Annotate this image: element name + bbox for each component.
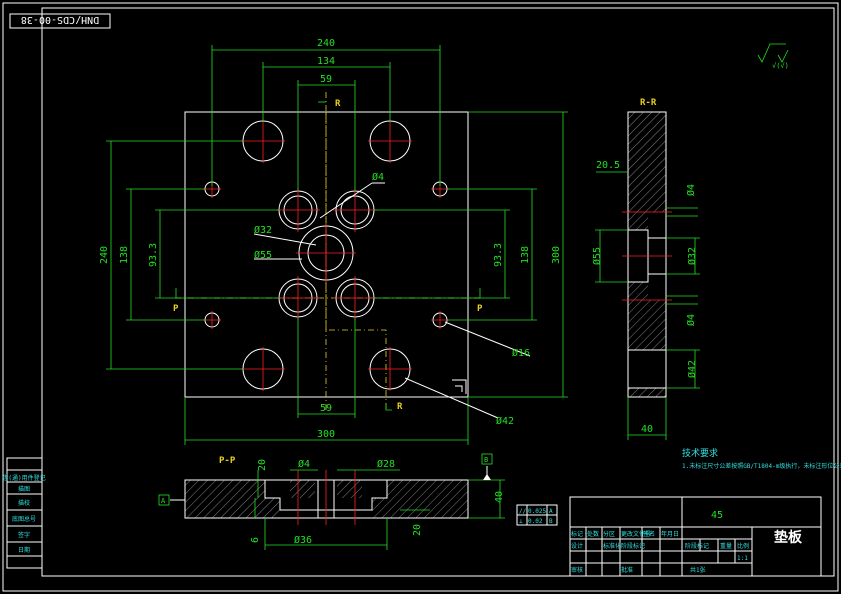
- cad-text-10: 更改文件号: [621, 530, 651, 538]
- cad-text-3: A: [549, 508, 553, 515]
- left-strip-2: 描图: [18, 485, 30, 493]
- dim-240-top: 240: [317, 38, 335, 49]
- rr-dim-20-5: 20.5: [596, 160, 620, 171]
- cad-text-13: 设计: [571, 542, 583, 550]
- plan-top-dims: 240 134 59: [211, 38, 441, 190]
- title-block: 45 垫板 标记 处数 分区 更改文件号 签名 年月日 设计 标准化 阶段标记 …: [569, 496, 822, 577]
- callout-phi16: Ø16: [512, 347, 530, 359]
- cad-text-20: 比例: [737, 542, 749, 550]
- scale: 1:1: [737, 555, 748, 562]
- pp-dim-phi28: Ø28: [377, 458, 395, 470]
- dim-300-bottom: 300: [317, 429, 335, 440]
- section-r-bottom: R: [397, 402, 403, 412]
- cad-text-6: B: [549, 518, 553, 525]
- cad-text-8: 处数: [587, 530, 599, 538]
- cad-text-19: 重量: [720, 542, 732, 550]
- dim-93-left: 93.3: [148, 243, 159, 267]
- dim-59-top: 59: [320, 74, 332, 85]
- cad-text-14: 标准化: [603, 542, 621, 550]
- left-strip: 借(通)用件登记 描图 描校 底图总号 签字 日期: [2, 457, 46, 569]
- dim-300-right: 300: [551, 246, 562, 264]
- cad-text-1: //: [519, 508, 527, 515]
- counterbore-holes: [276, 188, 377, 320]
- dim-138-left: 138: [119, 246, 130, 264]
- section-p-right: P: [477, 304, 483, 314]
- cad-text-4: ⊥: [519, 518, 523, 525]
- cad-text-16: 审核: [571, 566, 583, 574]
- rr-dim-phi32: Ø32: [686, 247, 698, 265]
- tech-req-title: 技术要求: [682, 447, 718, 459]
- rr-dim-phi55: Ø55: [591, 247, 603, 265]
- cad-text-17: 批准: [621, 566, 633, 574]
- cad-text-0: √(√): [772, 62, 789, 70]
- rr-dim-phi4-a: Ø4: [685, 184, 697, 196]
- section-p-left: P: [173, 304, 179, 314]
- rr-dim-phi42: Ø42: [686, 360, 698, 378]
- dim-134: 134: [317, 56, 335, 67]
- cad-text-18: 阶段标记: [685, 542, 709, 550]
- central-hole: [296, 223, 356, 283]
- dim-59-bottom: 59: [320, 403, 332, 414]
- tolerance-frame: // 0.025 A ⊥ 0.02 B: [516, 504, 558, 526]
- callout-phi55: Ø55: [254, 249, 272, 261]
- datum-a: A: [161, 497, 166, 505]
- cad-text-11: 签名: [643, 530, 655, 538]
- left-strip-4: 底图总号: [12, 515, 36, 523]
- left-strip-1: 借(通)用件登记: [2, 474, 45, 482]
- cad-text-2: 0.025: [528, 508, 546, 515]
- cad-text-15: 阶段标记: [621, 542, 645, 550]
- section-rr: R-R 20.5 Ø4 Ø55 Ø32 Ø4 Ø42: [591, 98, 700, 440]
- plan-right-dims: 93.3 138 300: [374, 111, 568, 398]
- material: 45: [711, 510, 723, 521]
- section-rr-title: R-R: [640, 98, 657, 108]
- tech-req-text: 1.未标注尺寸公差按照GB/T1804-m级执行，未标注形位公差按照GB/T11…: [682, 462, 841, 470]
- part-name: 垫板: [774, 529, 803, 546]
- pp-dim-20-b: 20: [412, 524, 423, 536]
- cad-text-9: 分区: [603, 530, 615, 538]
- left-strip-3: 描校: [18, 499, 30, 507]
- pp-dim-phi36: Ø36: [294, 534, 312, 546]
- roughness-symbol: √(√): [757, 43, 789, 70]
- pp-dim-20: 20: [257, 459, 268, 471]
- plan-view: 240 134 59 59 300 240: [99, 38, 568, 445]
- sheet-count: 共1张: [690, 566, 706, 574]
- callout-phi4: Ø4: [372, 171, 384, 183]
- plan-left-dims: 240 138 93.3: [99, 140, 279, 370]
- plate-outline: [184, 111, 469, 398]
- inner-frame: [41, 7, 835, 577]
- pp-dim-phi4: Ø4: [298, 458, 310, 470]
- dim-93-right: 93.3: [493, 243, 504, 267]
- cad-text-7: 标记: [571, 530, 583, 538]
- cad-text-5: 0.02: [528, 518, 543, 525]
- drawing-number-box: [9, 13, 111, 29]
- section-pp: P-P 20 Ø4 Ø28 40 Ø36 20 6: [158, 453, 558, 550]
- left-strip-5: 签字: [18, 531, 30, 539]
- section-r-top: R: [335, 99, 341, 109]
- cad-text-12: 年月日: [661, 530, 679, 538]
- rr-dim-phi4-b: Ø4: [685, 314, 697, 326]
- callout-phi32: Ø32: [254, 224, 272, 236]
- section-markers: R R P P: [173, 99, 483, 412]
- dim-240-left: 240: [99, 246, 110, 264]
- plan-bottom-dims: 59 300: [184, 318, 469, 445]
- dim-138-right: 138: [520, 246, 531, 264]
- section-pp-title: P-P: [219, 456, 236, 466]
- plan-callouts: Ø4 Ø32 Ø55 Ø16 Ø42: [253, 171, 531, 427]
- drawing-number: DNH/CDS-00-38: [21, 14, 99, 25]
- datum-b: B: [484, 456, 488, 464]
- callout-phi42: Ø42: [496, 415, 514, 427]
- left-strip-6: 日期: [18, 546, 30, 554]
- pp-dim-6: 6: [250, 537, 261, 543]
- rr-dim-40: 40: [641, 424, 653, 435]
- pp-dim-40: 40: [494, 491, 505, 503]
